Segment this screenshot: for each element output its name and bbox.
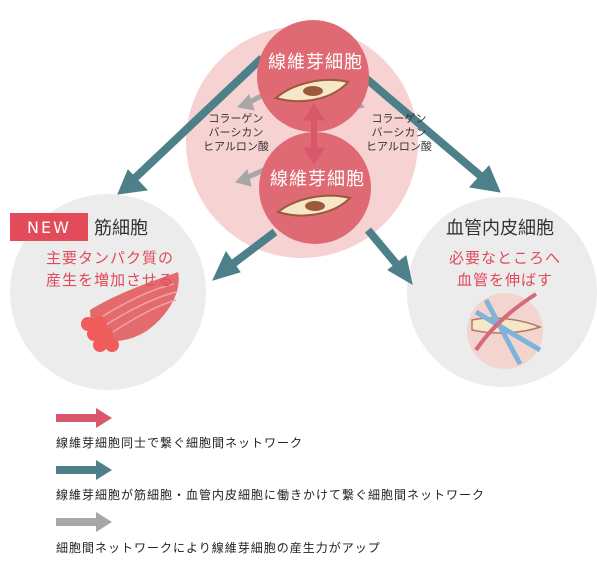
right-factor-2: バーシカン <box>371 126 427 139</box>
left-factor-1: コラーゲン <box>208 112 264 125</box>
teal-arrows <box>117 54 501 286</box>
fibroblast-cell-icon <box>275 194 352 217</box>
teal-arrowhead-bottom-left <box>212 251 241 281</box>
fibroblast-cell-bottom <box>259 132 371 244</box>
left-factor-3: ヒアルロン酸 <box>203 140 269 153</box>
right-factor-1: コラーゲン <box>371 112 427 125</box>
blood-vessel-icon <box>467 292 543 369</box>
right-factor-list: コラーゲン バーシカン ヒアルロン酸 <box>366 112 432 154</box>
right-factor-3: ヒアルロン酸 <box>366 140 432 153</box>
teal-arrow-bottom-left <box>227 228 278 270</box>
left-node-title: 筋細胞 <box>94 218 148 239</box>
right-node-title: 血管内皮細胞 <box>446 218 554 239</box>
teal-arrowhead-bottom-right <box>387 255 413 286</box>
gray-arrowhead-3 <box>235 168 252 187</box>
left-node-description: 主要タンパク質の 産生を増加させる <box>46 247 174 291</box>
right-node-description: 必要なところへ 血管を伸ばす <box>449 247 561 291</box>
teal-arrow-bottom-right <box>364 227 402 269</box>
left-factor-list: コラーゲン バーシカン ヒアルロン酸 <box>203 112 269 154</box>
new-badge: NEW <box>10 213 88 241</box>
teal-arrowhead-top-left <box>117 169 149 195</box>
left-node-circle <box>10 194 206 390</box>
legend-text-gray: 細胞間ネットワークにより線維芽細胞の産生力がアップ <box>56 541 381 555</box>
right-node-circle <box>407 197 597 387</box>
legend-text-red: 線維芽細胞同士で繋ぐ細胞間ネットワーク <box>56 436 304 450</box>
left-factor-2: バーシカン <box>208 126 264 139</box>
left-node-desc-line2: 産生を増加させる <box>46 271 175 289</box>
legend-arrows <box>56 408 112 532</box>
fibroblast-cell-top <box>257 20 369 132</box>
hub-bottom-title: 線維芽細胞 <box>270 169 365 190</box>
teal-arrow-top-left <box>132 55 265 181</box>
right-node-desc-line2: 血管を伸ばす <box>457 271 554 289</box>
fibroblast-cell-icon <box>273 78 350 103</box>
muscle-fiber-icon <box>81 272 179 352</box>
red-double-arrow <box>303 103 325 165</box>
legend-text-teal: 線維芽細胞が筋細胞・血管内皮細胞に働きかけて繋ぐ細胞間ネットワーク <box>56 488 486 502</box>
right-node-desc-line1: 必要なところへ <box>449 249 562 267</box>
left-node-desc-line1: 主要タンパク質の <box>46 249 175 267</box>
hub-top-title: 線維芽細胞 <box>268 52 363 73</box>
gray-arrowhead-1 <box>237 94 255 111</box>
teal-arrowhead-top-right <box>469 165 501 193</box>
